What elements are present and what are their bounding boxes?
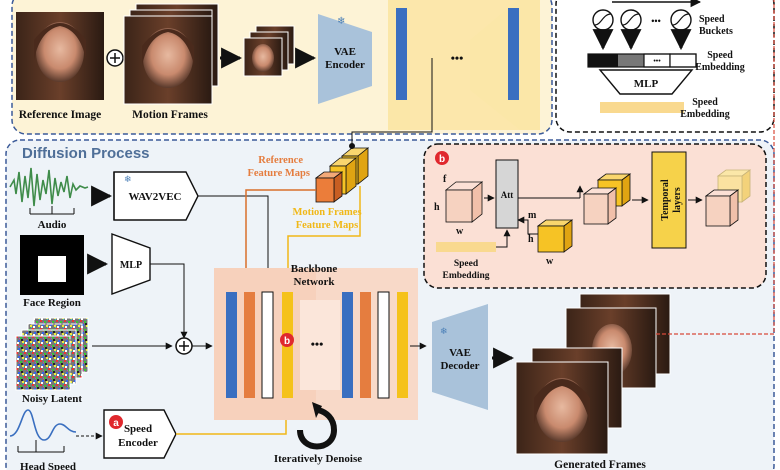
reference-image <box>16 12 104 100</box>
head-speed-curve <box>9 409 77 453</box>
iterative-denoise-icon <box>297 402 338 450</box>
motion-feature-maps-label: Motion Frames <box>292 207 361 218</box>
svg-text:•••: ••• <box>311 337 324 351</box>
svg-text:•••: ••• <box>653 57 661 65</box>
marker-b: b <box>280 333 294 347</box>
motion-frame-cube <box>536 219 574 253</box>
svg-text:•••: ••• <box>651 16 660 26</box>
svg-text:b: b <box>439 154 445 165</box>
speed-embedding-output <box>600 102 684 113</box>
reference-feature-maps-label: Reference <box>258 155 303 166</box>
svg-text:VAE: VAE <box>334 46 356 58</box>
svg-text:Generated Frames: Generated Frames <box>554 459 646 470</box>
svg-text:Feature Maps: Feature Maps <box>247 168 310 179</box>
svg-text:Speed: Speed <box>699 14 725 25</box>
svg-text:MLP: MLP <box>634 78 659 90</box>
svg-text:m: m <box>528 210 537 221</box>
svg-text:Speed: Speed <box>124 423 152 435</box>
speed-bucket-icons: ••• <box>592 9 692 31</box>
svg-text:layers: layers <box>672 187 683 213</box>
reference-feature-cube <box>314 171 344 203</box>
svg-text:w: w <box>546 256 554 267</box>
svg-text:Embedding: Embedding <box>680 109 729 120</box>
svg-text:Audio: Audio <box>38 219 67 231</box>
small-frames <box>243 25 295 77</box>
svg-text:Decoder: Decoder <box>440 360 479 372</box>
svg-text:MLP: MLP <box>120 260 142 271</box>
backbone-network: ••• <box>214 268 418 420</box>
svg-text:Encoder: Encoder <box>118 437 158 449</box>
svg-text:Feature Maps: Feature Maps <box>296 220 359 231</box>
snowflake-icon: ❄ <box>440 326 448 336</box>
temporal-layers-block: Temporal layers <box>651 151 687 249</box>
audio-waveform <box>9 167 89 207</box>
input-feature-cube <box>444 181 484 223</box>
svg-text:Embedding: Embedding <box>443 271 490 281</box>
attention-block: Att <box>495 159 519 229</box>
white-bar <box>261 291 274 399</box>
svg-text:Face Region: Face Region <box>23 297 81 309</box>
blue-bar <box>508 8 519 100</box>
output-feature-cube <box>704 169 752 227</box>
white-bar <box>377 291 390 399</box>
plus-icon <box>106 49 124 67</box>
vae-encoder: ❄ VAE Encoder <box>318 14 372 104</box>
blue-bar <box>396 8 407 100</box>
motion-frames <box>123 3 219 105</box>
mlp-block <box>598 69 694 95</box>
attention-panel: b f h w Att m h w Speed Embedding <box>423 143 767 289</box>
reference-net: ••• <box>388 0 540 130</box>
svg-text:b: b <box>284 336 290 347</box>
svg-text:Backbone: Backbone <box>291 263 338 275</box>
speed-embedding-input <box>436 242 496 252</box>
mlp-block: MLP <box>111 232 151 296</box>
wav2vec-block: ❄ WAV2VEC <box>113 171 199 221</box>
orange-bar <box>360 292 371 398</box>
svg-text:Noisy Latent: Noisy Latent <box>22 393 83 405</box>
svg-text:Embedding: Embedding <box>695 62 744 73</box>
svg-text:WAV2VEC: WAV2VEC <box>129 191 182 203</box>
reference-image-label: Reference Image <box>19 109 101 121</box>
connector-line <box>656 0 775 335</box>
svg-text:Speed: Speed <box>692 97 718 108</box>
svg-text:Iteratively Denoise: Iteratively Denoise <box>274 453 362 465</box>
svg-text:Speed: Speed <box>454 259 479 269</box>
vae-decoder: ❄ VAE Decoder <box>432 304 488 410</box>
svg-text:Encoder: Encoder <box>325 59 365 71</box>
blue-bar <box>342 292 353 398</box>
svg-text:Head Speed: Head Speed <box>20 461 76 470</box>
svg-text:a: a <box>113 418 119 429</box>
yellow-bar <box>397 292 408 398</box>
svg-text:Buckets: Buckets <box>699 26 733 37</box>
face-region-mask <box>20 235 84 295</box>
combined-feature-cube <box>582 173 632 225</box>
orange-bar <box>244 292 255 398</box>
top-panel: Reference Image Motion Frames ❄ VAE <box>11 0 553 135</box>
snowflake-icon: ❄ <box>124 174 132 184</box>
blue-bar <box>226 292 237 398</box>
svg-text:Temporal: Temporal <box>660 179 671 221</box>
svg-text:f: f <box>443 174 447 185</box>
speed-embedding-bar: ••• <box>587 53 697 68</box>
plus-icon <box>175 337 193 355</box>
svg-text:Att: Att <box>501 190 514 200</box>
diffusion-title: Diffusion Process <box>22 145 150 162</box>
svg-text:Speed: Speed <box>707 50 733 61</box>
noisy-latent <box>15 317 89 391</box>
marker-a: a <box>109 415 123 429</box>
svg-text:h: h <box>528 234 534 245</box>
svg-text:Network: Network <box>294 276 336 288</box>
motion-frames-label: Motion Frames <box>132 109 208 121</box>
snowflake-icon: ❄ <box>337 16 345 27</box>
svg-text:w: w <box>456 226 464 237</box>
generated-frames <box>515 293 671 455</box>
svg-text:VAE: VAE <box>449 347 471 359</box>
speed-panel: ••• Speed Buckets ••• Speed Embedding ML… <box>555 0 775 133</box>
svg-text:•••: ••• <box>451 51 464 65</box>
svg-text:h: h <box>434 202 440 213</box>
marker-b: b <box>435 151 449 165</box>
feature-map-cubes <box>314 147 370 203</box>
